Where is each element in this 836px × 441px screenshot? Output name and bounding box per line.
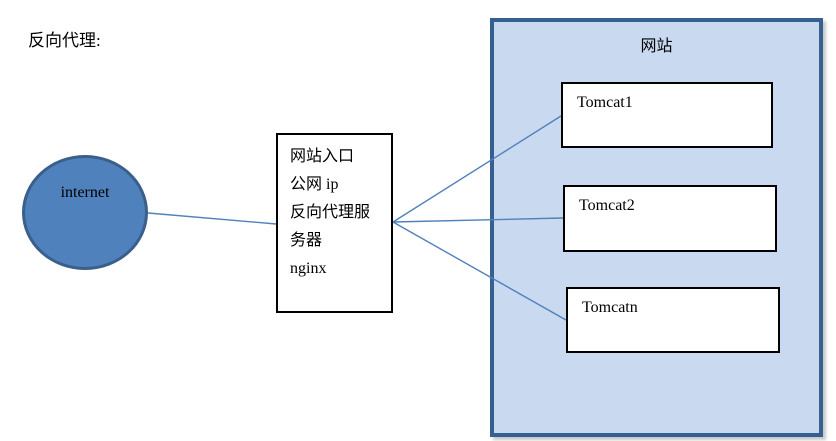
tomcat1-label: Tomcat1: [577, 94, 633, 111]
nginx-proxy-node: 网站入口 公网 ip 反向代理服 务器 nginx: [276, 133, 393, 313]
internet-node: internet: [22, 155, 148, 270]
tomcat1-node: Tomcat1: [561, 82, 773, 148]
tomcat2-label: Tomcat2: [579, 197, 635, 214]
tomcat2-node: Tomcat2: [563, 185, 777, 252]
proxy-text-line: 反向代理服: [290, 204, 371, 221]
internet-node-label: internet: [60, 183, 110, 201]
diagram-title: 反向代理:: [28, 31, 101, 50]
proxy-text-line: nginx: [290, 260, 327, 277]
tomcatn-label: Tomcatn: [582, 299, 638, 316]
proxy-text-line: 公网 ip: [290, 176, 339, 193]
tomcatn-node: Tomcatn: [566, 287, 780, 353]
connector-internet-to-proxy: [147, 212, 277, 225]
website-group-title: 网站: [640, 38, 673, 55]
proxy-text-line: 网站入口: [290, 148, 355, 165]
proxy-text-line: 务器: [290, 232, 323, 249]
